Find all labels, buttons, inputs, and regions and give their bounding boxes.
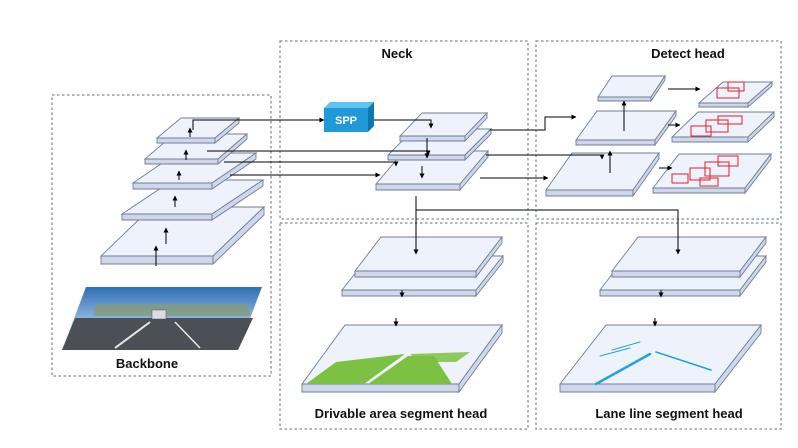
drivable-head-panel-border (279, 222, 529, 430)
lane-line-overlay (594, 341, 712, 386)
lane-head-label: Lane line segment head (595, 406, 742, 421)
connector-arrow (374, 119, 434, 129)
lane-output-plate (559, 323, 762, 394)
detection-boxes (671, 81, 745, 187)
connector-arrow (416, 209, 681, 255)
backbone-label: Backbone (116, 356, 178, 371)
spp-block: SPP (324, 102, 374, 132)
detect-output-1 (697, 81, 774, 108)
lane-head-panel: Lane line segment head (535, 222, 782, 430)
backbone-plate-5 (155, 117, 241, 144)
drivable-area-overlay (306, 352, 470, 384)
detect-plate-small (597, 74, 666, 103)
connector-arrow (192, 117, 325, 130)
spp-label: SPP (335, 115, 357, 127)
backbone-panel: Backbone (51, 94, 272, 377)
lane-plate-2 (611, 235, 767, 279)
backbone-plate-2 (120, 179, 265, 221)
drivable-plate-2 (354, 235, 503, 279)
input-road-image (62, 287, 262, 350)
connector-arrow (490, 114, 577, 131)
detect-plate-large (545, 151, 660, 198)
drivable-head-label: Drivable area segment head (315, 406, 488, 421)
detect-head-label: Detect head (651, 46, 725, 61)
connector-arrow (224, 161, 399, 167)
drivable-head-panel: Drivable area segment head (279, 222, 529, 430)
detect-output-3 (652, 152, 772, 195)
neck-plate-3 (398, 111, 489, 143)
lane-head-panel-border (535, 222, 782, 430)
neck-label: Neck (381, 46, 413, 61)
connections (153, 86, 701, 327)
detect-plate-mid (575, 109, 677, 147)
connector-arrow (486, 154, 605, 160)
